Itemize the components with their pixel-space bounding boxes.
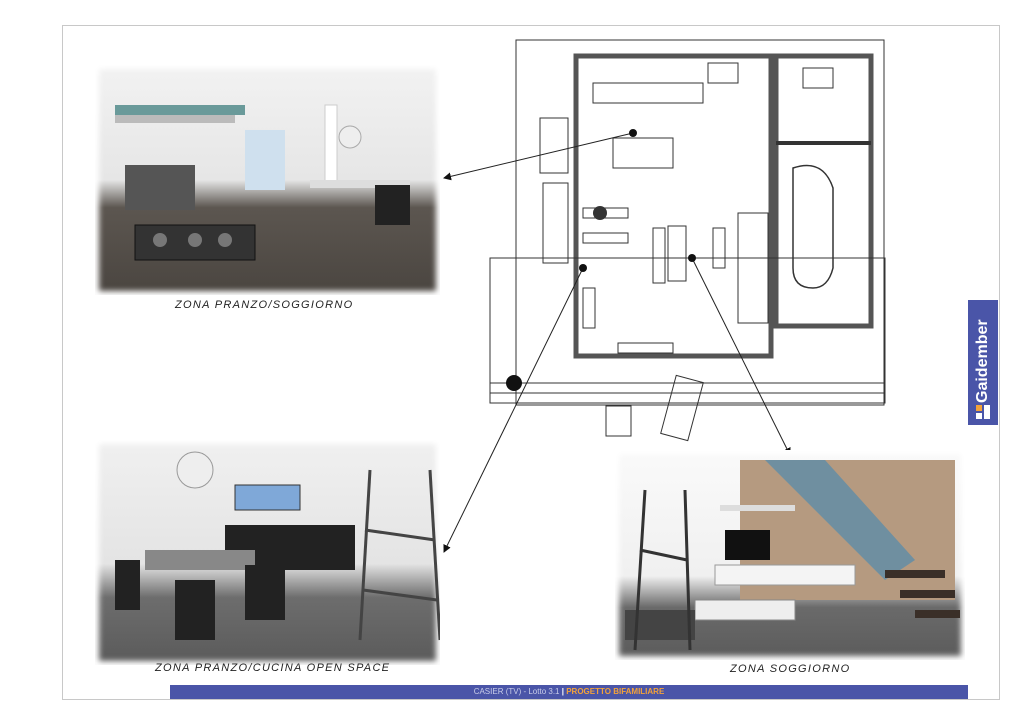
logo-mark-icon [976,405,990,419]
arrow-to-render3 [691,257,791,456]
render-illustration [625,460,960,651]
render-illustration [115,451,440,641]
caption-render1: ZONA PRANZO/SOGGIORNO [175,299,354,311]
render-zona-pranzo-soggiorno [95,65,440,295]
floor-plan [489,39,886,442]
footer-bar: CASIER (TV) - Lotto 3.1 | PROGETTO BIFAM… [170,685,968,699]
logo-text: Gaidember [974,318,991,403]
caption-render2: ZONA PRANZO/CUCINA OPEN SPACE [155,662,391,674]
page-frame [62,25,1000,700]
render-zona-soggiorno [615,450,965,660]
footer-location: CASIER (TV) - Lotto 3.1 [473,687,560,696]
footer-separator: | [561,687,564,696]
arrow-to-render2 [443,267,584,553]
arrow-to-render1 [443,132,634,181]
gaidember-logo: Gaidember [968,300,998,425]
render-illustration [115,104,410,261]
caption-render3: ZONA SOGGIORNO [730,663,851,675]
render-zona-pranzo-cucina [95,440,440,665]
footer-project: PROGETTO BIFAMILIARE [566,687,665,696]
